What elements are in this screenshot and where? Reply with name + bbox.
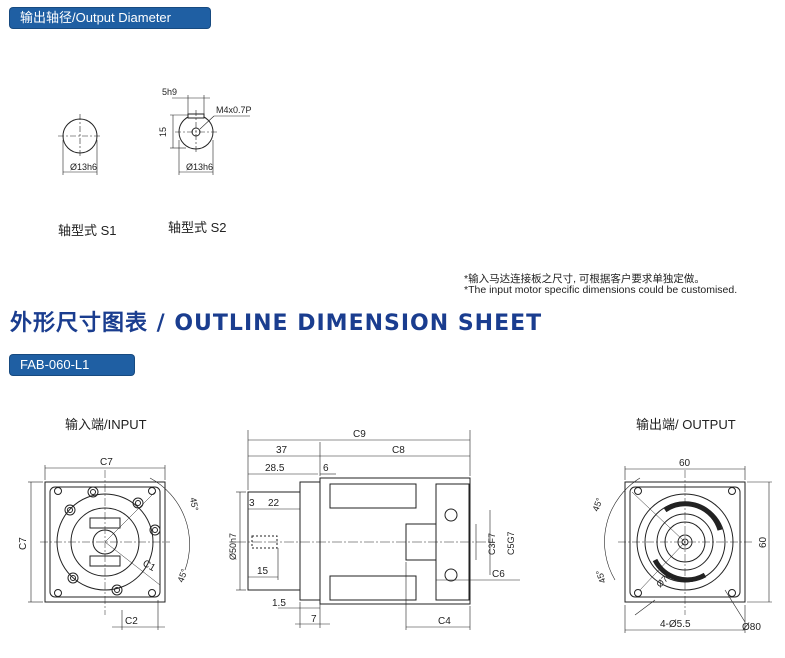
side-7-text: 7 bbox=[311, 614, 317, 625]
input-c2-text: C2 bbox=[125, 616, 138, 627]
shaft-type-s1-label: 轴型式 S1 bbox=[58, 223, 117, 238]
s2-height-text: 15 bbox=[158, 127, 168, 137]
shaft-type-s2-label: 轴型式 S2 bbox=[168, 220, 227, 235]
output-diameter-tag: 输出轴径/Output Diameter bbox=[10, 8, 210, 28]
side-15-text: 15 bbox=[257, 566, 269, 577]
side-d50-text: Ø50h7 bbox=[228, 533, 238, 560]
input-angle-2-text: 45° bbox=[175, 567, 189, 584]
shaft-s1-drawing bbox=[58, 114, 102, 175]
side-1-5-text: 1.5 bbox=[272, 598, 286, 609]
side-6-text: 6 bbox=[323, 463, 329, 474]
input-view-drawing bbox=[28, 465, 190, 630]
side-c5-text: C5G7 bbox=[506, 531, 516, 555]
side-3-text: 3 bbox=[249, 498, 255, 509]
s2-key-text: 5h9 bbox=[162, 87, 177, 97]
shaft-s2-drawing bbox=[170, 95, 250, 175]
side-28-5-text: 28.5 bbox=[265, 463, 285, 474]
side-22-text: 22 bbox=[268, 498, 280, 509]
output-60-top-text: 60 bbox=[679, 458, 691, 469]
output-view-drawing bbox=[604, 466, 772, 633]
input-angle-1-text: 45° bbox=[188, 497, 200, 513]
model-tag: FAB-060-L1 bbox=[10, 355, 134, 375]
side-c9-text: C9 bbox=[353, 429, 366, 440]
side-c3-text: C3F7 bbox=[487, 533, 497, 555]
output-d80-text: Ø80 bbox=[742, 622, 761, 633]
side-c6-text: C6 bbox=[492, 569, 505, 580]
output-view-label: 输出端/ OUTPUT bbox=[636, 417, 736, 432]
side-c4-text: C4 bbox=[438, 616, 451, 627]
output-angle-2-text: 45° bbox=[594, 568, 608, 585]
side-view-drawing bbox=[236, 430, 520, 630]
output-angle-1-text: 45° bbox=[590, 496, 604, 513]
input-c7-top-text: C7 bbox=[100, 457, 113, 468]
note-line-2: *The input motor specific dimensions cou… bbox=[464, 284, 738, 296]
s2-diameter-text: Ø13h6 bbox=[186, 162, 213, 172]
output-holes-text: 4-Ø5.5 bbox=[660, 619, 691, 630]
input-c7-left-text: C7 bbox=[18, 537, 29, 550]
side-37-text: 37 bbox=[276, 445, 288, 456]
note-line-1: *输入马达连接板之尺寸, 可根据客户要求单独定做。 bbox=[464, 273, 705, 285]
s1-diameter-text: Ø13h6 bbox=[70, 162, 97, 172]
side-c8-text: C8 bbox=[392, 445, 405, 456]
input-view-label: 输入端/INPUT bbox=[65, 417, 147, 432]
s2-thread-text: M4x0.7P bbox=[216, 105, 252, 115]
output-60-right-text: 60 bbox=[758, 536, 769, 548]
section-title: 外形尺寸图表 / OUTLINE DIMENSION SHEET bbox=[10, 311, 543, 336]
